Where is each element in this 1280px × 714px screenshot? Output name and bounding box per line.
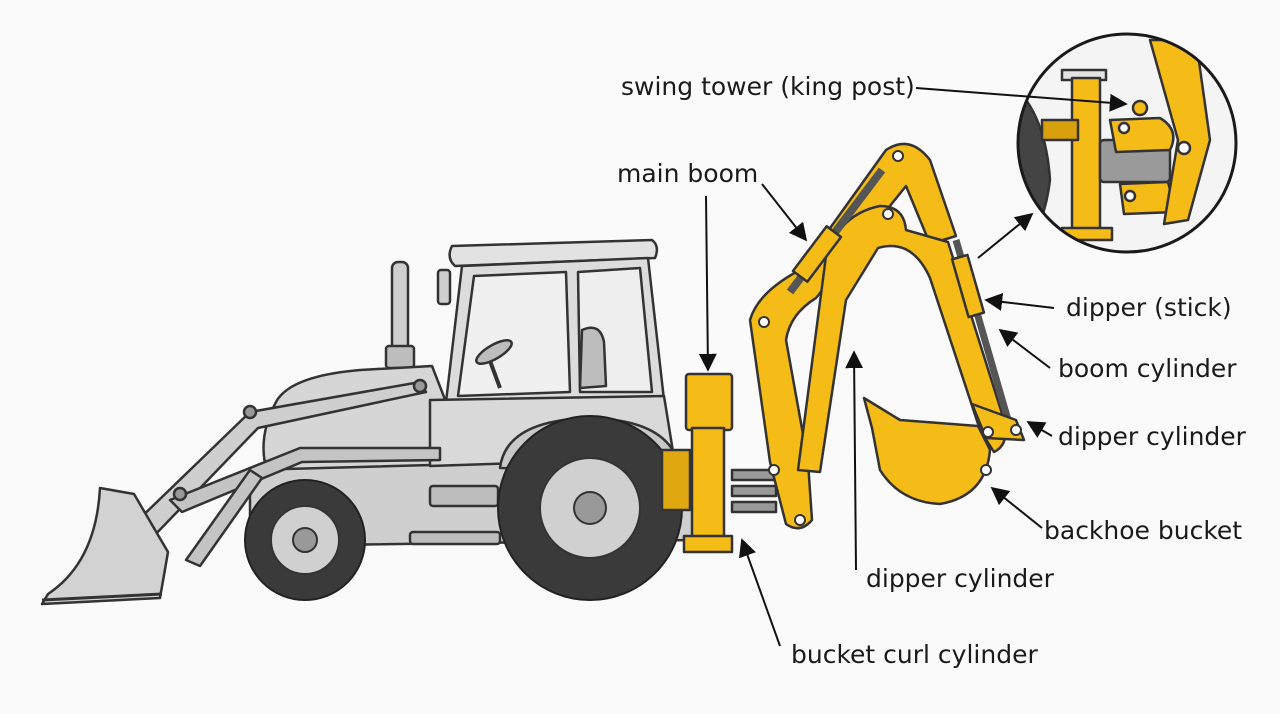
arrow-dipper-cylinder-bottom <box>845 350 864 571</box>
loader-bucket <box>40 486 170 606</box>
backhoe-assembly <box>660 142 1026 554</box>
label-backhoe-bucket: backhoe bucket <box>1044 516 1243 545</box>
arrow-boom-cylinder <box>998 328 1051 369</box>
rear-wheel <box>497 415 683 601</box>
arrow-zoom-link <box>977 212 1034 259</box>
label-boom-cylinder: boom cylinder <box>1058 354 1237 383</box>
backhoe-bucket-shape <box>862 396 992 506</box>
callout-arrows <box>698 87 1128 647</box>
front-wheel <box>244 479 366 601</box>
swing-tower-zoom-inset <box>1016 32 1238 254</box>
label-dipper-cylinder-right: dipper cylinder <box>1058 422 1246 451</box>
arrow-backhoe-bucket <box>990 486 1043 529</box>
arrow-bucket-curl-cylinder <box>738 538 781 647</box>
arrow-dipper-cylinder-right <box>1026 421 1053 438</box>
arrow-swing-tower <box>915 87 1128 112</box>
arrow-main-boom <box>761 183 808 242</box>
label-dipper-stick: dipper (stick) <box>1066 293 1232 322</box>
arrow-dipper-stick <box>984 292 1055 311</box>
arrow-main-boom-inset <box>698 195 717 372</box>
label-swing-tower: swing tower (king post) <box>621 72 915 101</box>
label-bucket-curl-cylinder: bucket curl cylinder <box>791 640 1038 669</box>
label-dipper-cylinder-bottom: dipper cylinder <box>866 564 1054 593</box>
label-main-boom: main boom <box>617 159 759 188</box>
swing-tower-post <box>684 372 734 432</box>
